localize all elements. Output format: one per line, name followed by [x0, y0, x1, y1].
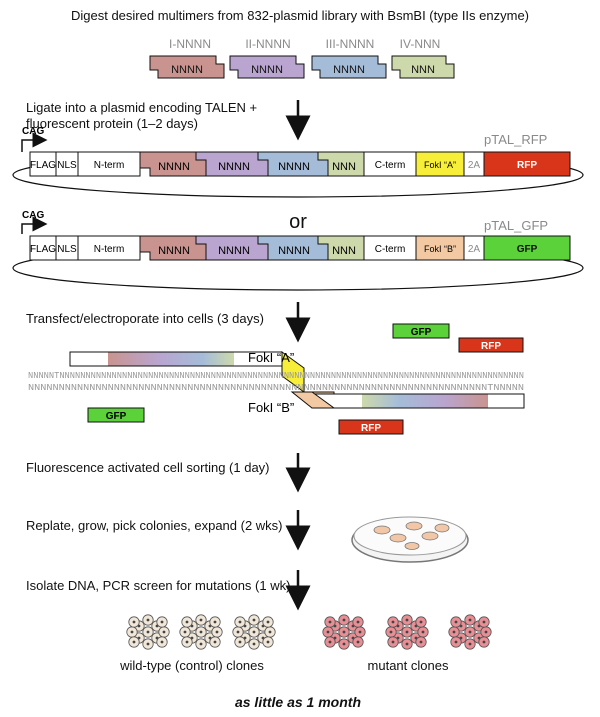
- plasmid-gfp-flag: FLAG: [30, 244, 56, 255]
- multimer-3-label: III-NNNN: [326, 37, 375, 51]
- binding-gfp-top: GFP: [411, 327, 432, 338]
- plasmid-gfp-repeat-3: NNNN: [278, 245, 310, 257]
- plasmid-rfp-foki: FokI “A”: [424, 160, 456, 170]
- plasmid-rfp-nterm: N-term: [94, 160, 125, 171]
- multimer-2: II-NNNN NNNN: [229, 37, 305, 79]
- multimer-1: I-NNNN NNNN: [149, 37, 225, 79]
- plasmid-gfp-cterm: C-term: [375, 244, 406, 255]
- step-ligate-line1: Ligate into a plasmid encoding TALEN +: [26, 100, 257, 115]
- plasmid-rfp-name: pTAL_RFP: [484, 132, 547, 147]
- petri-dish-icon: [351, 516, 469, 563]
- multimer-4: IV-NNN NNN: [391, 37, 455, 79]
- multimer-3: III-NNNN NNNN: [311, 37, 387, 79]
- binding-gfp-bottom: GFP: [106, 411, 127, 422]
- multimer-1-text: NNNN: [171, 64, 203, 76]
- plasmid-gfp: CAG pTAL_GFP FLAG NLS N-term NNNN NNNN N…: [12, 210, 584, 291]
- clone-clusters: [126, 614, 492, 650]
- plasmid-rfp-fp-box: [483, 151, 571, 177]
- or-label: or: [289, 211, 307, 233]
- plasmid-gfp-repeat-4: NNN: [332, 245, 356, 257]
- plasmid-gfp-foki: FokI “B”: [424, 244, 456, 254]
- multimer-3-text: NNNN: [333, 64, 365, 76]
- binding-gfp-top-box: [392, 323, 450, 339]
- plasmid-gfp-name: pTAL_GFP: [484, 218, 548, 233]
- plasmid-gfp-repeat-2: NNNN: [218, 245, 250, 257]
- plasmid-rfp-promoter: CAG: [22, 126, 44, 137]
- mutant-clone-cluster: [322, 614, 366, 650]
- plasmid-rfp-flag: FLAG: [30, 160, 56, 171]
- binding-rfp-top-box: [458, 337, 524, 353]
- binding-foki-b: FokI “B”: [248, 400, 294, 415]
- step-replate: Replate, grow, pick colonies, expand (2 …: [26, 518, 283, 533]
- plasmid-gfp-fp-box: [483, 235, 571, 261]
- step-digest: Digest desired multimers from 832-plasmi…: [71, 8, 529, 23]
- step-isolate: Isolate DNA, PCR screen for mutations (1…: [26, 578, 290, 593]
- plasmid-rfp-fp: RFP: [517, 160, 537, 171]
- plasmid-rfp-repeat-3: NNNN: [278, 161, 310, 173]
- plasmid-rfp-repeat-1: NNNN: [158, 161, 190, 173]
- wildtype-clone-cluster: [179, 614, 223, 650]
- binding-gfp-bottom-box: [87, 407, 145, 423]
- plasmid-gfp-fp: GFP: [517, 244, 538, 255]
- step-ligate-line2: fluorescent protein (1–2 days): [26, 116, 198, 131]
- multimer-2-label: II-NNNN: [245, 37, 290, 51]
- multimer-1-label: I-NNNN: [169, 37, 211, 51]
- binding-rfp-bottom-box: [338, 419, 404, 435]
- multimer-4-label: IV-NNN: [400, 37, 441, 51]
- binding-rfp-bottom: RFP: [361, 423, 381, 434]
- multimer-pieces: I-NNNN NNNN II-NNNN NNNN III-NNNN NNNN I…: [149, 37, 455, 79]
- binding-rfp-top: RFP: [481, 341, 501, 352]
- tale-bottom-repeats: [362, 394, 488, 408]
- plasmid-rfp-nls: NLS: [57, 160, 77, 171]
- plasmid-rfp-2a: 2A: [468, 160, 481, 171]
- dna-top-strand: NNNNNTNNNNNNNNNNNNNNNNNNNNNNNNNNNNNNNNNN…: [28, 370, 524, 381]
- mutant-clones-label: mutant clones: [368, 658, 449, 673]
- binding-foki-a: FokI “A”: [248, 350, 294, 365]
- promoter-arrow-icon: [21, 132, 48, 152]
- mutant-clone-cluster: [385, 614, 429, 650]
- plasmid-gfp-2a: 2A: [468, 244, 481, 255]
- promoter-arrow-icon: [21, 216, 48, 234]
- plasmid-gfp-nterm: N-term: [94, 244, 125, 255]
- wildtype-clones-label: wild-type (control) clones: [119, 658, 264, 673]
- wildtype-clone-cluster: [126, 614, 170, 650]
- step-facs: Fluorescence activated cell sorting (1 d…: [26, 460, 270, 475]
- step-transfect: Transfect/electroporate into cells (3 da…: [26, 311, 264, 326]
- dna-bottom-strand: NNNNNNNNNNNNNNNNNNNNNNNNNNNNNNNNNNNNNNNN…: [28, 382, 524, 393]
- plasmid-gfp-nls: NLS: [57, 244, 77, 255]
- plasmid-gfp-repeat-1: NNNN: [158, 245, 190, 257]
- tale-top-repeats: [108, 352, 234, 366]
- mutant-clone-cluster: [448, 614, 492, 650]
- plasmid-rfp-repeat-2: NNNN: [218, 161, 250, 173]
- plasmid-rfp-cterm: C-term: [375, 160, 406, 171]
- wildtype-clone-cluster: [232, 614, 276, 650]
- multimer-4-text: NNN: [411, 64, 435, 76]
- plasmid-rfp: CAG pTAL_RFP FLAG NLS N-term NNNN NNNN N…: [12, 126, 584, 198]
- plasmid-rfp-repeat-4: NNN: [332, 161, 356, 173]
- multimer-2-text: NNNN: [251, 64, 283, 76]
- binding-illustration: GFP RFP FokI “A” NNNNNTNNNNNNNNNNNNNNNNN…: [28, 323, 525, 435]
- plasmid-gfp-promoter: CAG: [22, 210, 44, 221]
- footer-duration: as little as 1 month: [235, 694, 361, 710]
